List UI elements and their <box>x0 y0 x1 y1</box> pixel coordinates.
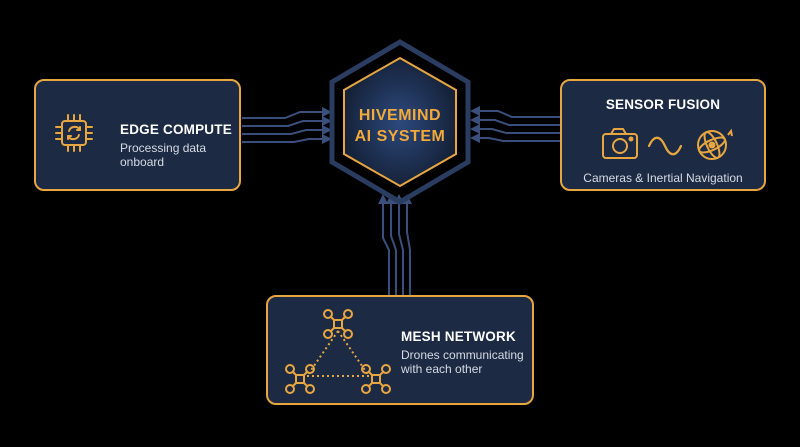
mesh-to-hub-connector <box>378 194 412 296</box>
gyroscope-icon <box>697 128 733 160</box>
hub-title-line2: AI SYSTEM <box>354 128 446 145</box>
mesh-network-desc-line2: with each other <box>401 362 483 376</box>
sensor-fusion-card: SENSOR FUSION Cameras & Inertial Navigat… <box>560 79 766 191</box>
wave-icon <box>647 136 683 156</box>
sensor-fusion-title: SENSOR FUSION <box>605 97 721 112</box>
drone-icon <box>361 364 391 394</box>
hivemind-hub <box>329 39 471 205</box>
sensor-fusion-desc: Cameras & Inertial Navigation <box>583 171 743 185</box>
drone-icon <box>285 364 315 394</box>
mesh-network-title: MESH NETWORK <box>401 329 516 344</box>
hub-title-line1: HIVEMIND <box>358 107 442 124</box>
sensor-icons-row <box>602 128 733 160</box>
mesh-network-card: MESH NETWORK Drones communicating with e… <box>266 295 534 405</box>
drone-triangle-icon <box>285 309 391 394</box>
edge-compute-card: EDGE COMPUTE Processing data onboard <box>34 79 241 191</box>
drone-icon <box>323 309 353 339</box>
mesh-network-desc-line1: Drones communicating <box>401 348 524 362</box>
edge-compute-desc-line2: onboard <box>120 155 165 169</box>
edge-to-hub-connector <box>242 107 332 144</box>
sensor-to-hub-connector <box>470 106 560 143</box>
processor-chip-icon <box>55 114 93 152</box>
camera-icon <box>602 128 638 159</box>
edge-compute-desc-line1: Processing data <box>120 141 207 155</box>
edge-compute-title: EDGE COMPUTE <box>120 122 232 137</box>
